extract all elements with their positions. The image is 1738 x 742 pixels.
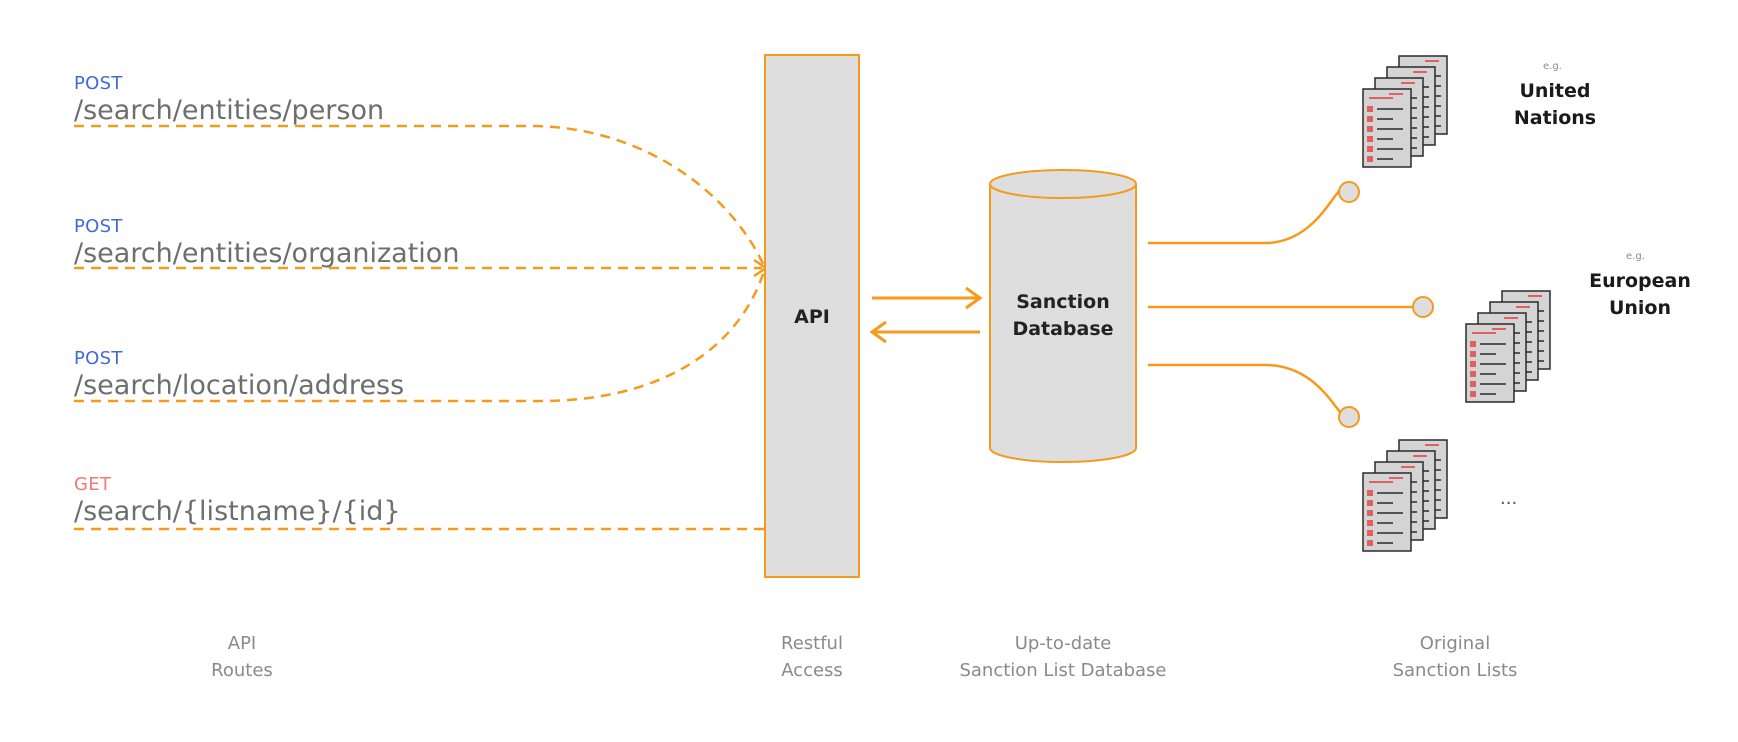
route-path-person: /search/entities/person <box>74 95 385 126</box>
source-connector-other <box>1148 363 1360 428</box>
caption-api-routes-line1: API <box>227 633 257 654</box>
response-arrow <box>869 320 980 344</box>
source-name-eu: European Union <box>1585 268 1695 322</box>
database-label: Sanction Database <box>990 289 1136 343</box>
caption-restful-access-line2: Access <box>781 660 843 681</box>
database-label-line1: Sanction <box>1016 291 1110 313</box>
source-eg-un: e.g. <box>1543 61 1562 72</box>
route-method-get: GET <box>74 474 112 495</box>
caption-database-line2: Sanction List Database <box>959 660 1167 681</box>
api-label: API <box>794 306 830 328</box>
caption-original-lists: Original Sanction Lists <box>1375 630 1535 684</box>
caption-restful-access: Restful Access <box>752 630 872 684</box>
route-path-organization: /search/entities/organization <box>74 238 460 269</box>
document-stack-icon <box>1362 55 1448 168</box>
caption-original-lists-line1: Original <box>1419 633 1491 654</box>
caption-restful-access-line1: Restful <box>781 633 843 654</box>
document-stack-icon <box>1362 439 1448 552</box>
source-connector-un <box>1148 181 1360 245</box>
route-connector-address <box>74 267 767 403</box>
source-name-eu-line1: European <box>1589 270 1691 292</box>
document-stack-icon <box>1465 290 1551 403</box>
caption-database: Up-to-date Sanction List Database <box>943 630 1183 684</box>
database-cylinder <box>989 169 1137 463</box>
source-more-ellipsis: ... <box>1500 488 1518 509</box>
route-method-post: POST <box>74 348 123 369</box>
source-name-un-line2: Nations <box>1513 107 1597 129</box>
route-connector-person <box>74 124 767 269</box>
route-path-address: /search/location/address <box>74 370 405 401</box>
source-name-un-line1: United <box>1519 80 1591 102</box>
source-name-eu-line2: Union <box>1608 297 1672 319</box>
database-label-line2: Database <box>1012 318 1114 340</box>
route-method-post: POST <box>74 216 123 237</box>
request-arrow <box>872 286 983 310</box>
route-method-post: POST <box>74 73 123 94</box>
caption-api-routes-line2: Routes <box>211 660 273 681</box>
source-name-un: United Nations <box>1505 78 1605 132</box>
caption-api-routes: API Routes <box>182 630 302 684</box>
route-path-listname: /search/{listname}/{id} <box>74 496 401 527</box>
source-connector-eu <box>1148 296 1434 318</box>
caption-database-line1: Up-to-date <box>1014 633 1112 654</box>
api-box <box>764 54 860 578</box>
caption-original-lists-line2: Sanction Lists <box>1392 660 1518 681</box>
source-eg-eu: e.g. <box>1626 251 1645 262</box>
